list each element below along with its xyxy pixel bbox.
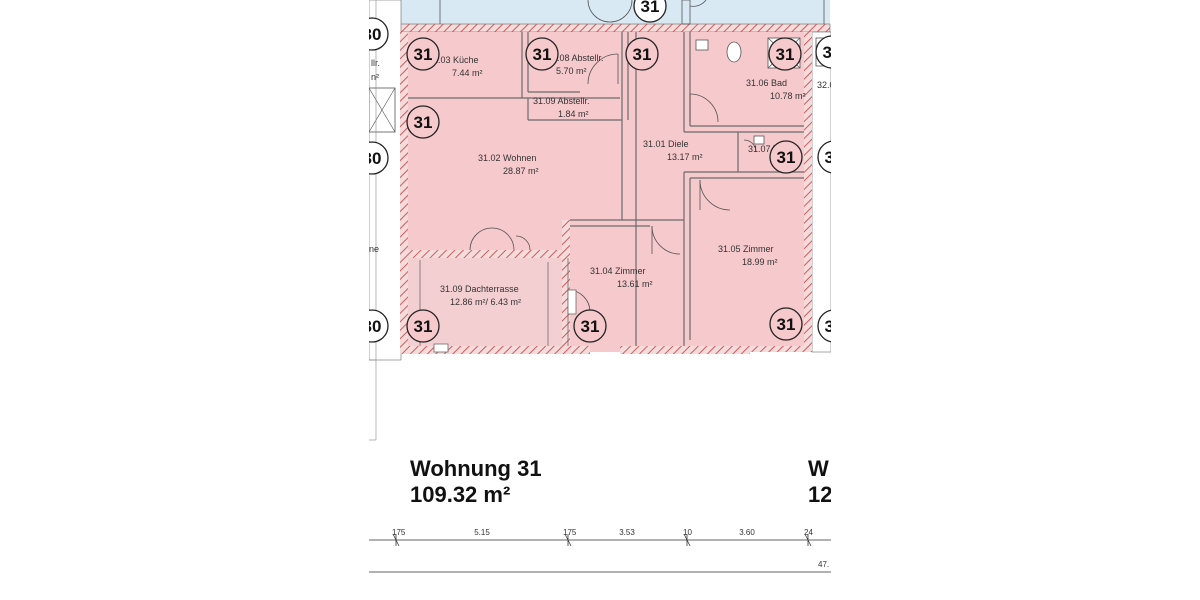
unit-badge: 31 (406, 105, 440, 139)
room-name-kueche: 31.03 Küche (428, 55, 479, 65)
room-name-zimmer-5: 31.05 Zimmer (718, 244, 774, 254)
svg-text:31: 31 (641, 0, 660, 16)
svg-text:31: 31 (777, 315, 796, 334)
room-name-zimmer-4: 31.04 Zimmer (590, 266, 646, 276)
unit-badge: 31 (573, 309, 607, 343)
dim-segment-3: 3.60 (739, 528, 755, 537)
room-area-wohnen: 28.87 m² (503, 166, 539, 176)
unit-badge: 31 (406, 37, 440, 71)
unit-badge: 31 (525, 37, 559, 71)
svg-text:30: 30 (369, 149, 381, 168)
zimmer-west-wall (562, 220, 570, 350)
top-wall (399, 23, 831, 33)
unit-badge: 31 (817, 309, 831, 343)
room-name-diele: 31.01 Diele (643, 139, 689, 149)
east-wall (804, 32, 812, 352)
room-area-dachterrasse: 12.86 m²/ 6.43 m² (450, 297, 521, 307)
next-apartment-title-partial: W (808, 456, 829, 481)
upper-outdoor-area (400, 0, 830, 24)
unit-badge: 31 (406, 309, 440, 343)
unit-badge: 31 (817, 140, 831, 174)
dim-segment-2: 3.53 (619, 528, 635, 537)
unit-badge: 31 (625, 37, 659, 71)
floor-plan-viewport: 31.03 Küche 7.44 m² 31.08 Abstellr. 5.70… (369, 0, 831, 600)
unit-badge: 31 (633, 0, 667, 23)
neighbor-room-name-partial: llr. (371, 58, 380, 68)
dim-small-mark: 24 (804, 528, 813, 537)
dim-small-mark: 175 (563, 528, 577, 537)
dim-total-partial: 47. (818, 560, 829, 569)
room-area-abstellr-1: 5.70 m² (556, 66, 587, 76)
dimension-line: 175 175 10 24 5.15 3.53 3.60 47. (369, 528, 831, 573)
left-neighbor-strip (369, 0, 402, 361)
west-wall (400, 32, 408, 352)
south-wall-right (750, 346, 812, 352)
svg-text:31: 31 (825, 317, 831, 336)
svg-text:31: 31 (633, 45, 652, 64)
dim-small-mark: 175 (392, 528, 406, 537)
apartment-title: Wohnung 31 (410, 456, 542, 481)
dim-small-mark: 10 (683, 528, 692, 537)
neighbor-unit-badge: 30 (369, 309, 389, 343)
next-apartment-area-partial: 12 (808, 482, 831, 507)
south-wall-mid (620, 346, 750, 354)
room-name-abstellr-2: 31.09 Abstellr. (533, 96, 590, 106)
room-labels: 31.03 Küche 7.44 m² 31.08 Abstellr. 5.70… (369, 53, 831, 307)
svg-text:31: 31 (776, 45, 795, 64)
floor-plan: 31.03 Küche 7.44 m² 31.08 Abstellr. 5.70… (369, 0, 831, 573)
room-area-diele: 13.17 m² (667, 152, 703, 162)
svg-text:30: 30 (369, 25, 381, 44)
unit-badge: 31 (815, 35, 831, 69)
svg-text:31: 31 (414, 113, 433, 132)
unit-badges: 31 31 31 31 31 31 31 31 31 31 31 31 31 3… (369, 0, 831, 343)
svg-text:31: 31 (581, 317, 600, 336)
svg-text:31: 31 (823, 43, 831, 62)
svg-text:31: 31 (777, 148, 796, 167)
neighbor-room-right-partial: 32.0 (817, 80, 831, 90)
neighbor-room-area-partial: n² (371, 72, 379, 82)
terrace-wall-top (400, 250, 568, 258)
room-area-zimmer-5: 18.99 m² (742, 257, 778, 267)
svg-text:31: 31 (825, 148, 831, 167)
unit-badge: 31 (768, 37, 802, 71)
entrance-elements (439, 0, 825, 25)
svg-text:31: 31 (533, 45, 552, 64)
svg-text:31: 31 (414, 317, 433, 336)
room-name-dachterrasse: 31.09 Dachterrasse (440, 284, 519, 294)
room-name-wohnen: 31.02 Wohnen (478, 153, 536, 163)
room-name-bad: 31.06 Bad (746, 78, 787, 88)
room-name-abstellr-1: 31.08 Abstellr. (547, 53, 604, 63)
svg-text:30: 30 (369, 317, 381, 336)
neighbor-unit-badge: 30 (369, 141, 389, 175)
room-area-abstellr-2: 1.84 m² (558, 109, 589, 119)
unit-badge: 31 (769, 140, 803, 174)
neighbor-unit-badge: 30 (369, 17, 389, 51)
door-swings (469, 53, 757, 313)
apartment-area: 109.32 m² (410, 482, 510, 507)
room-area-zimmer-4: 13.61 m² (617, 279, 653, 289)
south-wall-left (400, 346, 590, 354)
room-area-bad: 10.78 m² (770, 91, 806, 101)
dim-segment-1: 5.15 (474, 528, 490, 537)
unit-badge: 31 (769, 307, 803, 341)
svg-text:31: 31 (414, 45, 433, 64)
neighbor-room-lower-partial: ne (369, 244, 379, 254)
room-area-kueche: 7.44 m² (452, 68, 483, 78)
